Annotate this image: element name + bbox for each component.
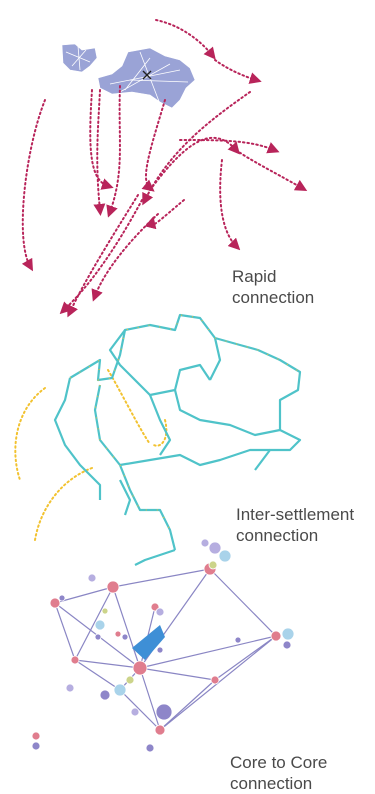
core-node (156, 646, 164, 654)
core-node (234, 636, 242, 644)
rapid-route (142, 91, 251, 206)
rapid-route (93, 89, 106, 216)
core-node (101, 607, 109, 615)
rapid-connection-label: Rapid connection (232, 266, 314, 308)
core-node (106, 580, 120, 594)
core-node (132, 660, 148, 676)
core-node (99, 689, 111, 701)
core-node (58, 594, 66, 602)
rapid-route (106, 85, 121, 218)
core-node (218, 549, 232, 563)
core-node (94, 633, 102, 641)
core-node (87, 573, 97, 583)
core-node (145, 743, 155, 753)
core-node (282, 640, 292, 650)
core-node (200, 538, 210, 548)
core-node (281, 627, 295, 641)
core-label-line2: connection (230, 774, 313, 793)
inter-network (53, 313, 302, 566)
inter-label-line2: connection (236, 526, 319, 545)
core-node (114, 630, 122, 638)
rapid-route (67, 194, 139, 318)
inter-dotted-links (14, 369, 168, 541)
core-node (208, 560, 218, 570)
core-to-core-group (31, 538, 295, 753)
rapid-routes (21, 19, 308, 318)
rapid-route (144, 199, 185, 230)
core-node (154, 724, 166, 736)
airport-icon (142, 70, 152, 80)
core-node (125, 675, 135, 685)
core-to-core-label: Core to Core connection (230, 752, 327, 794)
rapid-route (219, 159, 241, 251)
core-node (49, 597, 61, 609)
core-node (121, 633, 129, 641)
rapid-route (235, 149, 308, 191)
rapid-route (179, 139, 280, 154)
rapid-route (155, 19, 216, 60)
core-node (65, 683, 75, 693)
core-nodes (31, 538, 295, 753)
rapid-route (149, 136, 240, 191)
rapid-route (91, 213, 159, 302)
inter-settlement-label: Inter-settlement connection (236, 504, 354, 546)
core-node (130, 707, 140, 717)
rapid-route (214, 59, 262, 84)
core-node (113, 683, 127, 697)
inter-settlement-group (14, 313, 302, 566)
core-node (210, 675, 220, 685)
inter-network-dashes (69, 314, 301, 531)
rapid-route (89, 89, 114, 190)
rapid-route (21, 99, 46, 272)
core-label-line1: Core to Core (230, 753, 328, 772)
rapid-route (59, 199, 143, 315)
rapid-label-line1: Rapid (232, 267, 277, 286)
settlement-east (97, 47, 196, 109)
core-node (70, 655, 80, 665)
core-node (155, 703, 173, 721)
inter-label-line1: Inter-settlement (236, 505, 355, 524)
rapid-route (141, 99, 166, 192)
core-node (94, 619, 106, 631)
core-arrow (132, 625, 165, 660)
core-node (208, 541, 222, 555)
core-node (270, 630, 282, 642)
rapid-connection-group (21, 19, 308, 318)
core-node (31, 731, 41, 741)
core-node (31, 741, 41, 751)
core-node (155, 607, 165, 617)
rapid-label-line2: connection (232, 288, 315, 307)
